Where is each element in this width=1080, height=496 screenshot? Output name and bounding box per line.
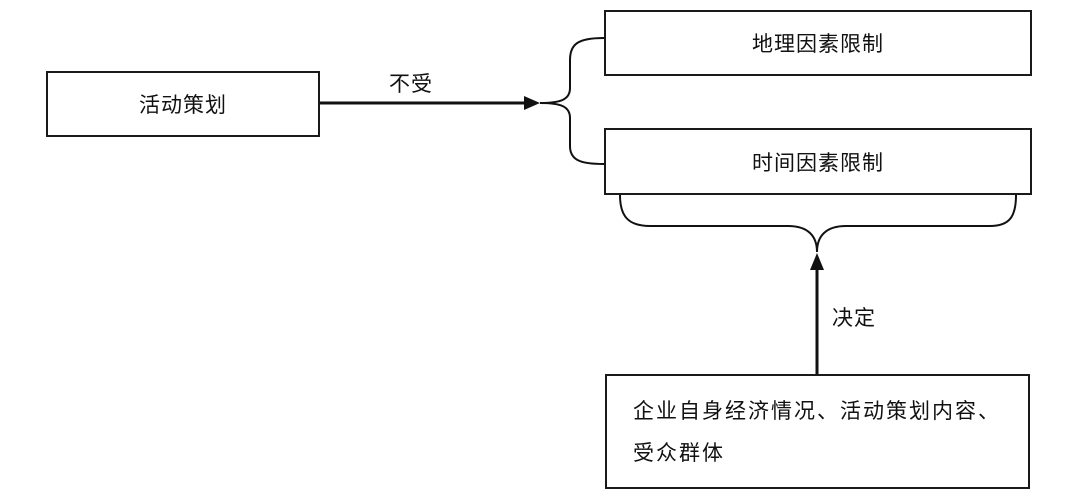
arrow-head-right — [524, 96, 540, 110]
time-limit-text: 时间因素限制 — [752, 150, 884, 175]
curly-brace-bottom — [619, 194, 1017, 253]
arrow-head-up — [810, 253, 824, 270]
geographic-limit-box: 地理因素限制 — [604, 10, 1032, 76]
factors-text: 企业自身经济情况、活动策划内容、受众群体 — [633, 398, 1001, 465]
factors-box: 企业自身经济情况、活动策划内容、受众群体 — [605, 374, 1030, 489]
time-limit-box: 时间因素限制 — [604, 128, 1032, 195]
activity-planning-text: 活动策划 — [139, 93, 227, 117]
not-subject-to-label: 不受 — [389, 72, 433, 96]
curly-brace-left — [539, 37, 605, 165]
decides-label: 决定 — [832, 306, 876, 330]
geographic-limit-text: 地理因素限制 — [752, 32, 884, 56]
activity-planning-box: 活动策划 — [46, 71, 320, 137]
